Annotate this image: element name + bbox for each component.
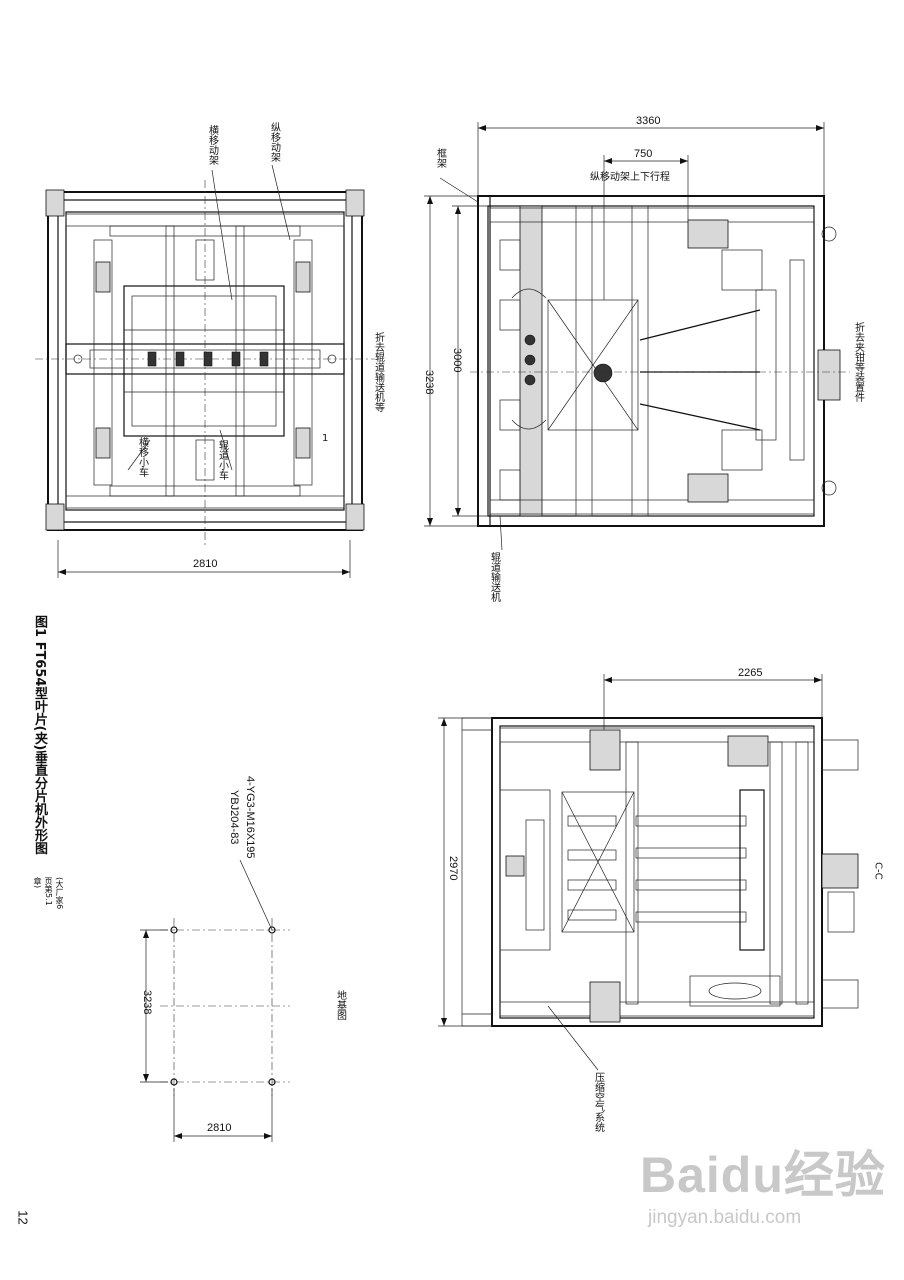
dim-foundation-width: 2810: [207, 1122, 231, 1134]
label-roller-cart: 辊道小车: [217, 439, 229, 481]
label-section-mark: C-C: [873, 862, 884, 880]
top-right-view: 3360 750 3238 3000: [423, 115, 850, 551]
label-frame: 框架: [435, 147, 447, 169]
top-left-view: 2810: [35, 164, 375, 578]
label-bolt-standard: YBJ204-83: [228, 790, 240, 844]
label-bolt-spec: 4-YG3-M16X195: [244, 776, 256, 859]
dim-bottom-right-height: 2970: [447, 856, 459, 880]
label-removed-clamp: 折去夹钳等装置件: [853, 321, 865, 403]
foundation-plan: 3238 2810: [140, 859, 290, 1142]
dim-top-right-height-outer: 3238: [423, 370, 435, 394]
label-transverse-frame: 横移动架: [207, 124, 219, 166]
bottom-right-view: 2265 2970: [438, 667, 859, 1071]
dim-top-right-width: 3360: [636, 115, 660, 127]
label-air-system: 压缩空气系统: [593, 1072, 605, 1132]
watermark-sub: jingyan.baidu.com: [648, 1207, 802, 1228]
figure-caption: 图1 FT654型叶片(夹)垂直分片机外形图 (大厂家6页第5.1章): [22, 615, 64, 915]
label-stroke-note: 纵移动架上下行程: [590, 170, 670, 183]
anchor-bolt: [268, 926, 276, 934]
caption-title: 图1 FT654型叶片(夹)垂直分片机外形图: [32, 615, 47, 855]
dim-top-left-width: 2810: [193, 558, 217, 570]
watermark: Baidu经验 jingyan.baidu.com: [640, 1135, 890, 1245]
watermark-main: Baidu经验: [640, 1147, 886, 1203]
label-transverse-cart: 横移小车: [137, 436, 149, 478]
label-roller-conveyor: 辊道输送机: [489, 551, 501, 603]
label-longitudinal-frame: 纵移动架: [269, 122, 281, 163]
label-small-mark: 1: [322, 433, 328, 444]
label-removed-conveyor: 折去辊道输送机等: [373, 331, 385, 412]
dim-bottom-right-width: 2265: [738, 667, 762, 679]
anchor-bolt: [170, 926, 178, 934]
dim-stroke: 750: [634, 148, 652, 160]
dim-foundation-height: 3238: [141, 990, 153, 1014]
dim-top-right-height-inner: 3000: [451, 348, 463, 372]
label-foundation: 地基图: [335, 989, 347, 1021]
page-number: 12: [15, 1210, 31, 1225]
caption-note: (大厂家6页第5.1章): [33, 877, 64, 910]
anchor-bolt: [268, 1078, 276, 1086]
anchor-bolt: [170, 1078, 178, 1086]
